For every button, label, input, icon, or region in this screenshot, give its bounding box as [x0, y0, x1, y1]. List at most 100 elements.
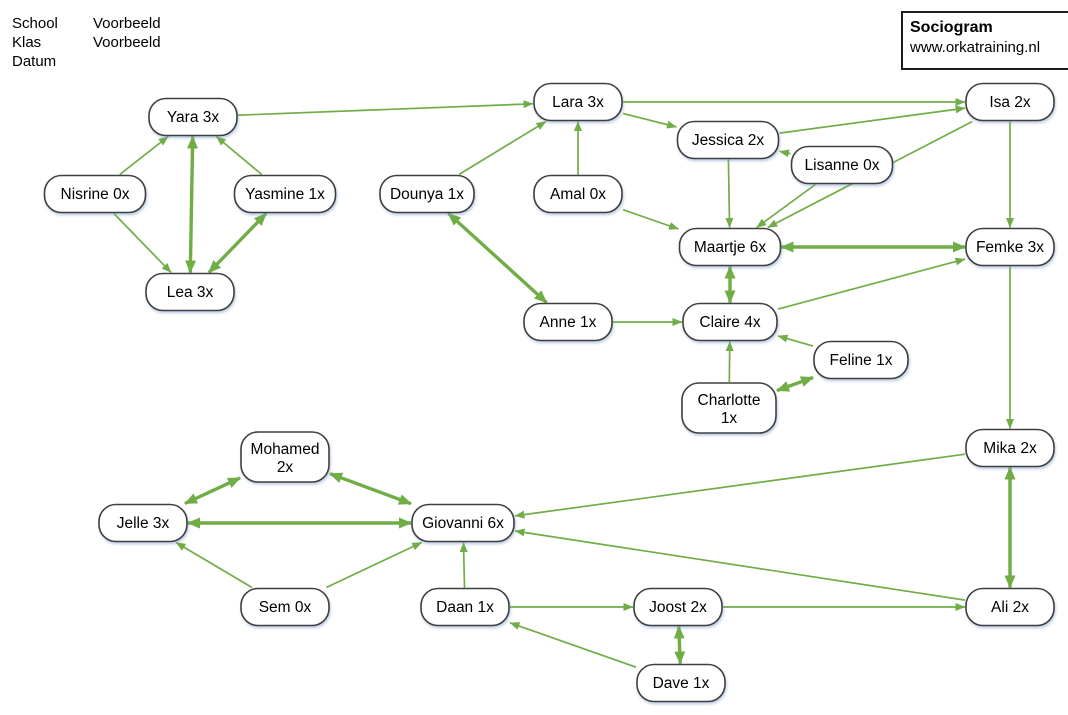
- datum-label: Datum: [12, 53, 57, 70]
- node-nisrine: Nisrine 0x: [43, 174, 147, 214]
- edge-mika-giovanni: [514, 453, 966, 519]
- node-label-yasmine: Yasmine 1x: [245, 186, 325, 203]
- node-box-feline: [813, 340, 909, 380]
- edge-daan-giovanni: [459, 542, 468, 588]
- node-box-lisanne: [790, 145, 894, 185]
- nodes-layer: Nisrine 0x Yara 3x Yasmine 1x Lea 3x Dounya …: [43, 82, 1055, 703]
- node-box-charlotte: [681, 382, 777, 434]
- brand-url[interactable]: www.orkatraining.nl: [910, 39, 1041, 56]
- node-box-claire: [682, 302, 778, 342]
- document-meta: School Voorbeeld Klas Voorbeeld Datum: [12, 14, 161, 71]
- node-label-claire: Claire 4x: [699, 314, 760, 331]
- edge-charlotte-feline: [776, 375, 814, 393]
- node-box-lara: [533, 82, 623, 122]
- node-label-femke: Femke 3x: [976, 239, 1044, 256]
- node-isa: Isa 2x: [965, 82, 1055, 122]
- node-label-nisrine: Nisrine 0x: [61, 186, 130, 203]
- brand-box: Sociogram www.orkatraining.nl: [901, 11, 1068, 70]
- node-box-yasmine: [233, 174, 337, 214]
- node-label-lea: Lea 3x: [167, 284, 214, 301]
- node-box-lea: [145, 272, 235, 312]
- node-feline: Feline 1x: [813, 340, 909, 380]
- node-box-anne: [523, 302, 613, 342]
- node-lara: Lara 3x: [533, 82, 623, 122]
- klas-label: Klas: [12, 34, 42, 51]
- edge-yara-lara: [237, 100, 534, 117]
- edge-nisrine-yara: [119, 135, 169, 176]
- node-label-ali: Ali 2x: [991, 599, 1029, 616]
- edge-lara-jessica: [622, 112, 677, 129]
- node-label-anne: Anne 1x: [540, 314, 597, 331]
- node-label-dounya: Dounya 1x: [390, 186, 464, 203]
- node-label-jessica: Jessica 2x: [692, 132, 765, 149]
- node-yasmine: Yasmine 1x: [233, 174, 337, 214]
- edge-joost-dave: [673, 625, 686, 665]
- edge-dave-daan: [509, 621, 637, 669]
- node-label-lisanne: Lisanne 0x: [805, 157, 880, 174]
- node-label-joost: Joost 2x: [649, 599, 707, 616]
- node-label-isa: Isa 2x: [989, 94, 1031, 111]
- node-box-sem: [240, 587, 330, 627]
- edge-charlotte-claire: [725, 341, 734, 383]
- edge-jessica-maartje: [725, 159, 734, 228]
- edge-dounya-anne: [447, 212, 548, 304]
- node-label-mika: Mika 2x: [983, 440, 1037, 457]
- edge-yara-lea: [185, 135, 198, 274]
- node-lisanne: Lisanne 0x: [790, 145, 894, 185]
- node-label-amal: Amal 0x: [550, 186, 606, 203]
- node-box-giovanni: [411, 503, 515, 543]
- node-label-lara: Lara 3x: [552, 94, 604, 111]
- node-box-isa: [965, 82, 1055, 122]
- node-dave: Dave 1x: [636, 663, 726, 703]
- node-box-mohamed: [240, 431, 330, 483]
- node-box-joost: [633, 587, 723, 627]
- node-label-sem: Sem 0x: [259, 599, 312, 616]
- node-label-feline: Feline 1x: [830, 352, 893, 369]
- edge-amal-maartje: [622, 208, 679, 230]
- node-maartje: Maartje 6x: [678, 227, 782, 267]
- node-claire: Claire 4x: [682, 302, 778, 342]
- node-box-mika: [965, 428, 1055, 468]
- node-box-dave: [636, 663, 726, 703]
- node-box-daan: [420, 587, 510, 627]
- meta-row-school: School Voorbeeld: [12, 14, 161, 33]
- node-sem: Sem 0x: [240, 587, 330, 627]
- edge-sem-giovanni: [325, 541, 423, 589]
- edge-ali-giovanni: [514, 528, 966, 601]
- node-femke: Femke 3x: [965, 227, 1055, 267]
- brand-title: Sociogram: [910, 19, 993, 36]
- node-yara: Yara 3x: [148, 97, 238, 137]
- node-ali: Ali 2x: [965, 587, 1055, 627]
- edge-nisrine-lea: [113, 212, 172, 274]
- node-giovanni: Giovanni 6x: [411, 503, 515, 543]
- edge-yasmine-yara: [215, 135, 263, 176]
- node-box-amal: [533, 174, 623, 214]
- school-label: School: [12, 15, 58, 32]
- node-mika: Mika 2x: [965, 428, 1055, 468]
- node-label-jelle: Jelle 3x: [117, 515, 170, 532]
- node-label-yara: Yara 3x: [167, 109, 220, 126]
- edge-lisanne-maartje: [756, 183, 816, 229]
- node-label-dave: Dave 1x: [653, 675, 710, 692]
- node-daan: Daan 1x: [420, 587, 510, 627]
- edge-claire-femke: [777, 257, 966, 310]
- edge-mohamed-giovanni: [329, 472, 412, 506]
- node-box-yara: [148, 97, 238, 137]
- node-anne: Anne 1x: [523, 302, 613, 342]
- node-dounya: Dounya 1x: [379, 174, 475, 214]
- node-box-dounya: [379, 174, 475, 214]
- node-box-ali: [965, 587, 1055, 627]
- node-jelle: Jelle 3x: [98, 503, 188, 543]
- node-label-maartje: Maartje 6x: [694, 239, 767, 256]
- edge-feline-claire: [777, 334, 814, 347]
- node-box-maartje: [678, 227, 782, 267]
- node-lea: Lea 3x: [145, 272, 235, 312]
- node-jessica: Jessica 2x: [676, 120, 780, 160]
- school-value: Voorbeeld: [93, 15, 161, 32]
